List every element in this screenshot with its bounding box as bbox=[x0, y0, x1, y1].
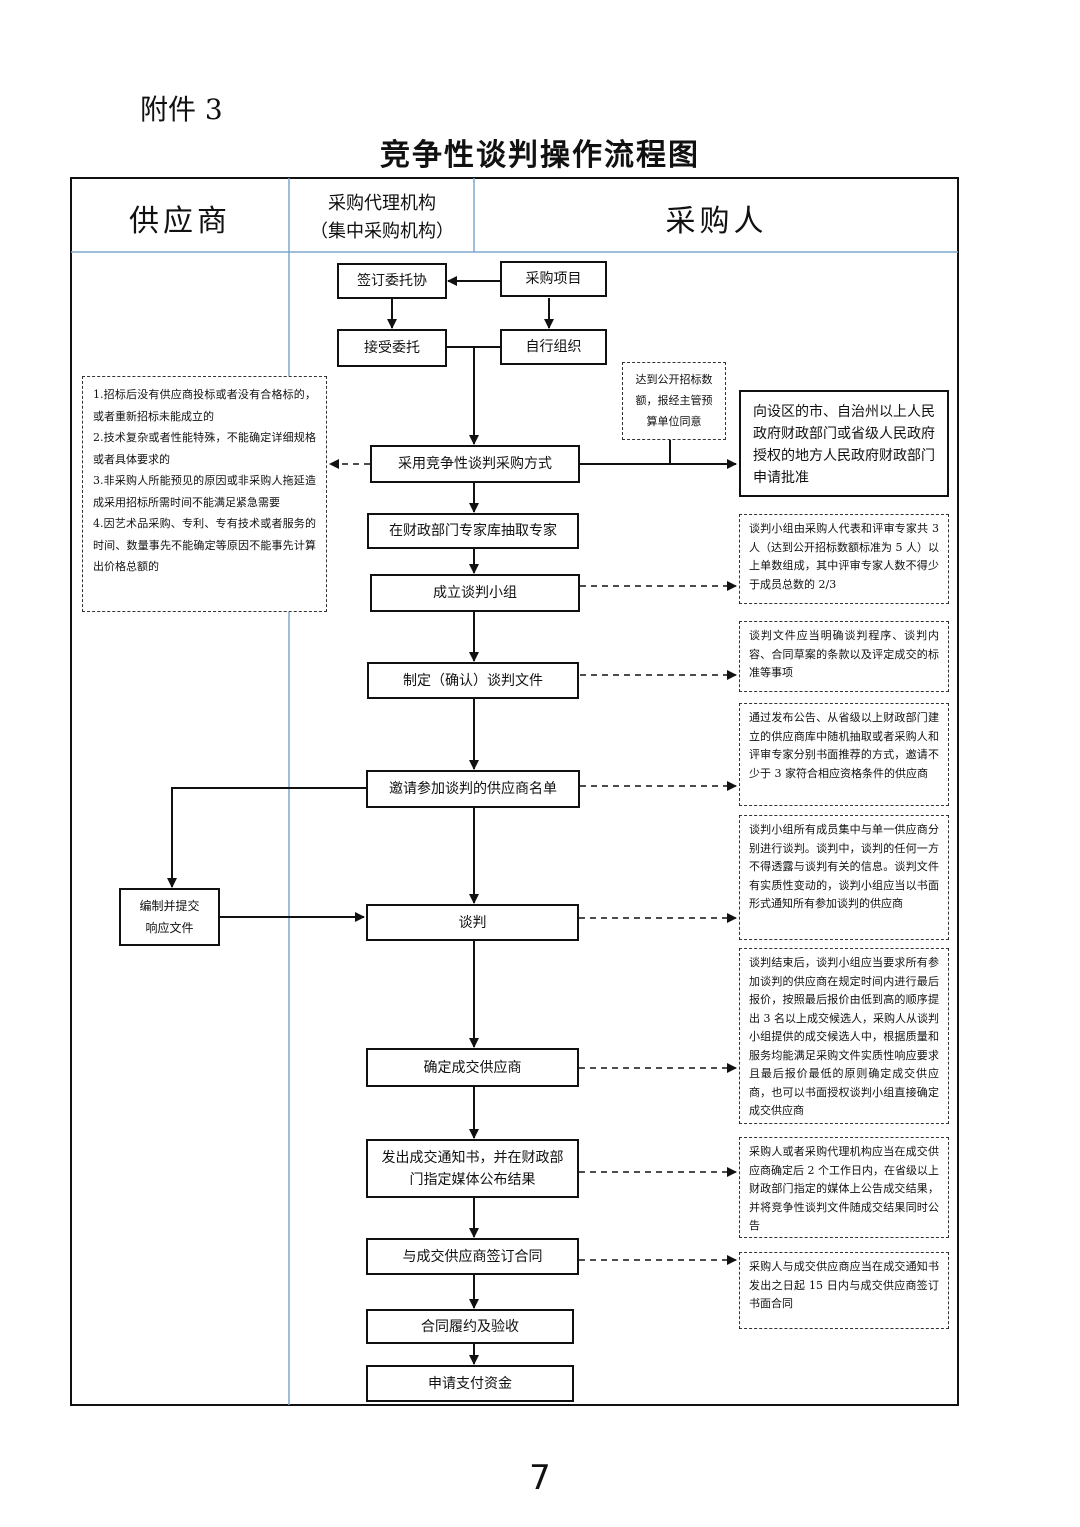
note-condition-2: 2.技术复杂或者性能特殊，不能确定详细规格或者具体要求的 bbox=[93, 431, 316, 466]
step-invite-suppliers: 邀请参加谈判的供应商名单 bbox=[366, 770, 580, 808]
step-issue-notice: 发出成交通知书，并在财政部 门指定媒体公布结果 bbox=[366, 1139, 579, 1198]
note-conditions: 1.招标后没有供应商投标或者没有合格标的，或者重新招标未能成立的 2.技术复杂或… bbox=[82, 376, 327, 612]
step-draw-experts: 在财政部门专家库抽取专家 bbox=[367, 513, 579, 549]
step-form-team: 成立谈判小组 bbox=[370, 574, 580, 612]
step-issue-notice-line1: 发出成交通知书，并在财政部 bbox=[381, 1149, 564, 1166]
step-negotiate: 谈判 bbox=[366, 904, 579, 941]
note-threshold: 达到公开招标数额，报经主管预算单位同意 bbox=[622, 362, 726, 440]
step-sign-entrust: 签订委托协 bbox=[337, 263, 447, 299]
note-contract: 采购人与成交供应商应当在成交通知书发出之日起 15 日内与成交供应商签订书面合同 bbox=[739, 1252, 949, 1329]
note-invite: 通过发布公告、从省级以上财政部门建立的供应商库中随机抽取或者采购人和评审专家分别… bbox=[739, 703, 949, 806]
lane-header-agency-line1: 采购代理机构 bbox=[328, 193, 436, 214]
note-condition-4: 4.因艺术品采购、专利、专有技术或者服务的时间、数量事先不能确定等原因不能事先计… bbox=[93, 517, 316, 573]
step-accept-entrust: 接受委托 bbox=[337, 329, 447, 367]
note-docs: 谈判文件应当明确谈判程序、谈判内容、合同草案的条款以及评定成交的标准等事项 bbox=[739, 621, 949, 692]
lane-header-agency: 采购代理机构 （集中采购机构） bbox=[290, 190, 474, 246]
page-number: 7 bbox=[529, 1458, 551, 1498]
step-perform-accept: 合同履约及验收 bbox=[366, 1309, 574, 1344]
flowchart-frame bbox=[70, 177, 959, 1406]
note-condition-1: 1.招标后没有供应商投标或者没有合格标的，或者重新招标未能成立的 bbox=[93, 388, 316, 423]
step-apply-payment: 申请支付资金 bbox=[366, 1365, 574, 1402]
step-self-organize: 自行组织 bbox=[500, 329, 607, 365]
step-make-docs: 制定（确认）谈判文件 bbox=[367, 662, 579, 699]
note-team: 谈判小组由采购人代表和评审专家共 3 人（达到公开招标数额标准为 5 人）以上单… bbox=[739, 514, 949, 604]
step-purchase-project: 采购项目 bbox=[500, 261, 607, 297]
note-announce: 采购人或者采购代理机构应当在成交供应商确定后 2 个工作日内，在省级以上财政部门… bbox=[739, 1137, 949, 1238]
step-confirm-supplier: 确定成交供应商 bbox=[366, 1048, 579, 1087]
step-adopt-method: 采用竞争性谈判采购方式 bbox=[370, 445, 580, 483]
note-negotiate: 谈判小组所有成员集中与单一供应商分别进行谈判。谈判中，谈判的任何一方不得透露与谈… bbox=[739, 815, 949, 940]
arrow-invite-to-prepare bbox=[167, 787, 366, 888]
step-prepare-response-line1: 编制并提交 bbox=[139, 899, 200, 913]
note-approval: 向设区的市、自治州以上人民政府财政部门或省级人民政府授权的地方人民政府财政部门申… bbox=[739, 390, 949, 497]
diagram-title: 竞争性谈判操作流程图 bbox=[380, 138, 700, 173]
step-prepare-response: 编制并提交 响应文件 bbox=[119, 888, 220, 946]
step-prepare-response-line2: 响应文件 bbox=[145, 921, 194, 935]
attachment-label: 附件 3 bbox=[140, 93, 223, 126]
step-sign-contract: 与成交供应商签订合同 bbox=[366, 1238, 579, 1275]
lane-header-agency-line2: （集中采购机构） bbox=[310, 221, 454, 242]
step-issue-notice-line2: 门指定媒体公布结果 bbox=[409, 1171, 536, 1188]
lane-header-buyer: 采购人 bbox=[665, 204, 768, 239]
note-condition-3: 3.非采购人所能预见的原因或非采购人拖延造成采用招标所需时间不能满足紧急需要 bbox=[93, 474, 316, 509]
note-confirm: 谈判结束后，谈判小组应当要求所有参加谈判的供应商在规定时间内进行最后报价，按照最… bbox=[739, 948, 949, 1124]
lane-header-supplier: 供应商 bbox=[129, 204, 231, 239]
